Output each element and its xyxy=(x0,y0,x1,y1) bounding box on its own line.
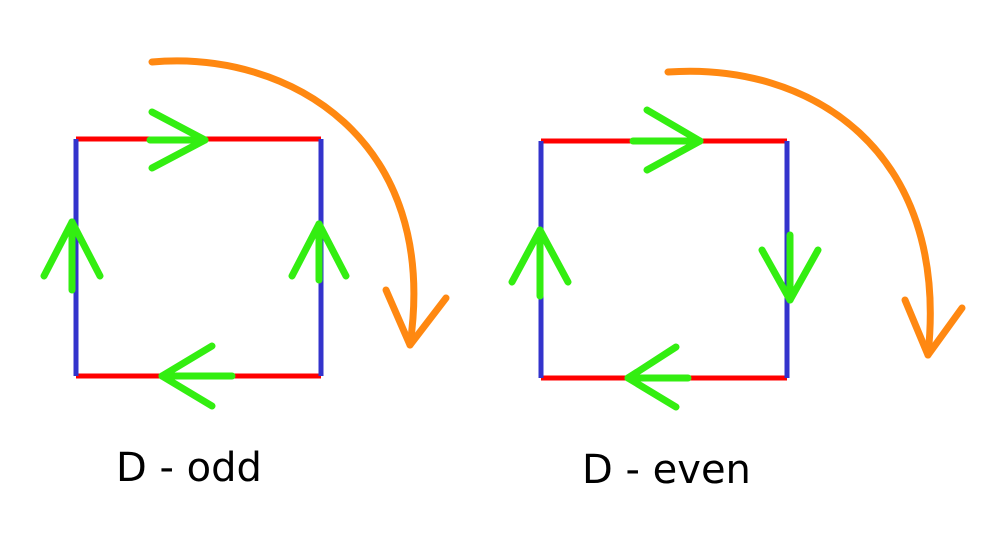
odd-bottom-arrow-left xyxy=(158,342,236,410)
odd-top-arrow-right xyxy=(146,108,209,172)
even-right-arrow-down xyxy=(758,231,822,304)
odd-caption: D - odd xyxy=(116,445,262,491)
even-rotation-arrow xyxy=(664,67,966,359)
odd-right-arrow-up xyxy=(288,220,350,284)
even-left-arrow-up xyxy=(508,226,572,300)
even-diagram xyxy=(508,67,966,411)
even-bottom-arrow-left xyxy=(624,343,692,411)
even-caption: D - even xyxy=(582,447,751,493)
odd-diagram xyxy=(40,57,450,410)
even-top-arrow-right xyxy=(629,106,704,174)
odd-rotation-arrow xyxy=(148,57,450,349)
odd-left-arrow-up xyxy=(40,218,104,294)
